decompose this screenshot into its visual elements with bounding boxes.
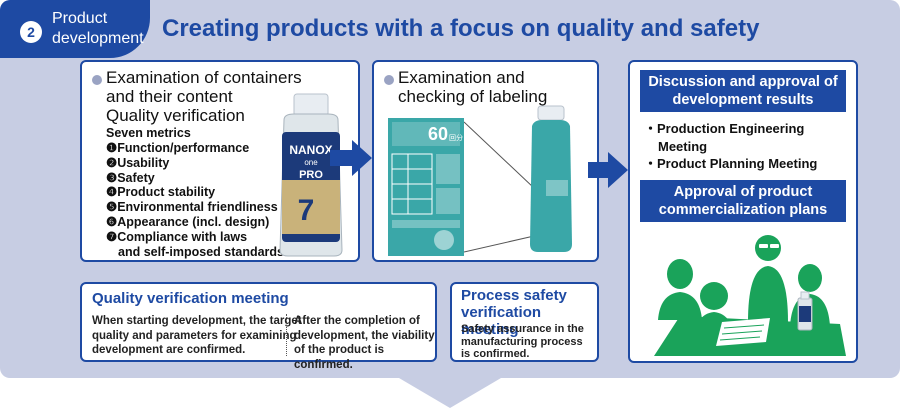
process-meeting-text: Safety assurance in the manufacturing pr… (461, 323, 584, 360)
approval-box: Discussion and approval of development r… (628, 60, 858, 363)
teal-bottle-image (530, 105, 572, 252)
metric-item: ❸Safety (106, 170, 155, 185)
svg-text:one: one (304, 158, 318, 167)
meeting-people-illustration (654, 235, 846, 356)
process-safety-meeting-box: Process safety verification meeting Safe… (450, 282, 599, 362)
metric-item: ❷Usability (106, 155, 170, 170)
bullet-dot (92, 75, 102, 85)
arrow-right-icon (588, 152, 628, 188)
metric-item: ❶Function/performance (106, 141, 250, 155)
page-title: Creating products with a focus on qualit… (162, 15, 760, 42)
svg-text:60: 60 (428, 124, 448, 144)
step-label: Product development (52, 10, 144, 47)
labeling-examination-box: Examination and checking of labeling 60 … (372, 60, 599, 262)
metric-item: ❹Product stability (106, 185, 216, 200)
labeling-heading: Examination and checking of labeling (398, 68, 548, 106)
commercialization-approval-banner: Approval of product commercialization pl… (640, 180, 846, 222)
metric-item: and self-imposed standards (118, 244, 285, 259)
quality-meeting-right-text: After the completion of development, the… (294, 315, 435, 371)
svg-text:NANOX: NANOX (289, 143, 332, 157)
discussion-approval-banner: Discussion and approval of development r… (640, 70, 846, 112)
container-examination-box: Examination of containers and their cont… (80, 60, 360, 262)
label-detail-image: 60 回分 (388, 118, 464, 256)
container-examination-heading: Examination of containers and their cont… (106, 68, 302, 125)
svg-text:回分: 回分 (449, 133, 463, 142)
metrics-list: ❶Function/performance ❷Usability ❸Safety… (106, 141, 284, 259)
svg-text:PRO: PRO (299, 169, 323, 181)
step-tab: 2 Product development (0, 0, 150, 58)
quality-meeting-left-text: When starting development, the target qu… (92, 315, 302, 356)
metric-item: ❻Appearance (incl. design) (106, 214, 270, 229)
metrics-subheading: Seven metrics (106, 126, 191, 140)
process-meeting-title: Process safety verification meeting (461, 287, 567, 338)
bullet-dot (384, 75, 394, 85)
step-number: 2 (20, 21, 42, 43)
detergent-bottle-image: NANOX one PRO 7 (279, 93, 343, 257)
meetings-list: ・Production Engineering Meeting ・Product… (644, 121, 818, 171)
dotted-divider (286, 314, 287, 356)
metric-item: ❺Environmental friendliness (106, 200, 278, 215)
callout-lines (464, 121, 535, 253)
metric-item: ❼Compliance with laws (106, 229, 248, 244)
svg-text:7: 7 (298, 194, 315, 227)
quality-meeting-title: Quality verification meeting (92, 290, 289, 307)
arrow-down-icon (399, 378, 501, 408)
arrow-right-icon (330, 140, 372, 176)
quality-verification-meeting-box: Quality verification meeting When starti… (80, 282, 437, 371)
